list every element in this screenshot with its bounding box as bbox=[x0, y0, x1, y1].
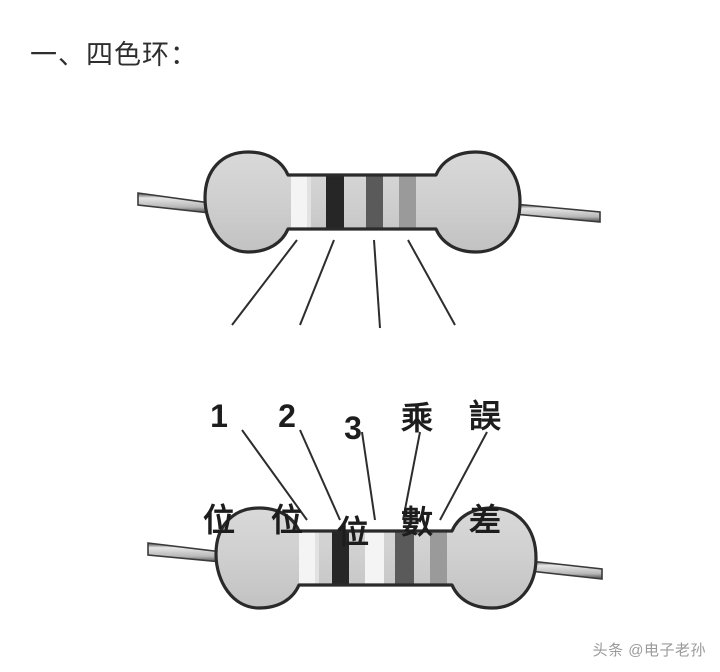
lead-wire bbox=[513, 203, 601, 223]
page-title: 一、四色环： bbox=[30, 40, 198, 70]
bottom-resistor-bands bbox=[299, 508, 447, 608]
resistor-body bbox=[205, 152, 520, 252]
band-4-tolerance bbox=[399, 152, 416, 252]
band-2-second-digit bbox=[326, 152, 344, 252]
label-band-1: 1 位 bbox=[196, 330, 242, 606]
label-band-3: 3 位 bbox=[330, 342, 376, 618]
label-band-2-unit: 位 bbox=[270, 502, 303, 538]
label-multiplier-char-1: 乘 bbox=[400, 400, 433, 436]
leader-line-4 bbox=[407, 239, 456, 326]
band-2-second-digit bbox=[332, 508, 349, 608]
label-multiplier: 乘 數 bbox=[394, 332, 440, 608]
top-resistor-left-lead bbox=[137, 192, 211, 214]
top-leader-lines bbox=[231, 239, 456, 329]
bottom-leader-lines bbox=[241, 429, 488, 521]
leader-line-b4 bbox=[402, 431, 421, 521]
band-1-shadow bbox=[315, 508, 319, 608]
resistor-body-outline bbox=[214, 506, 538, 610]
lead-wire bbox=[137, 192, 211, 214]
leader-line-2 bbox=[299, 239, 335, 326]
label-multiplier-char-2: 數 bbox=[400, 504, 433, 540]
top-resistor-right-lead bbox=[513, 203, 601, 223]
resistor-body-outline bbox=[203, 150, 522, 254]
label-band-2-digit: 2 bbox=[278, 398, 296, 434]
leader-line-b1 bbox=[241, 429, 308, 521]
leader-line-1 bbox=[231, 239, 298, 326]
bottom-resistor-group bbox=[147, 506, 603, 610]
leader-line-b2 bbox=[299, 429, 341, 521]
band-4-multiplier bbox=[395, 508, 414, 608]
label-band-3-digit: 3 bbox=[344, 410, 362, 446]
label-tolerance: 誤 差 bbox=[462, 330, 508, 606]
band-3-multiplier bbox=[366, 152, 383, 252]
top-resistor-bands bbox=[291, 152, 416, 252]
leader-line-b5 bbox=[439, 431, 488, 521]
band-1-first-digit bbox=[299, 508, 315, 608]
bottom-resistor-right-lead bbox=[529, 560, 603, 580]
top-resistor-group bbox=[137, 150, 601, 254]
leader-line-3 bbox=[373, 239, 381, 329]
label-tolerance-char-1: 誤 bbox=[468, 398, 501, 434]
label-band-3-unit: 位 bbox=[336, 514, 369, 550]
band-5-tolerance bbox=[430, 508, 447, 608]
label-band-1-digit: 1 bbox=[210, 398, 228, 434]
watermark: 头条 @电子老孙 bbox=[592, 642, 706, 659]
band-1-shadow bbox=[307, 152, 311, 252]
label-tolerance-char-2: 差 bbox=[468, 502, 501, 538]
band-3-third-digit bbox=[365, 508, 384, 608]
lead-wire bbox=[529, 560, 603, 580]
label-band-1-unit: 位 bbox=[202, 502, 235, 538]
band-1-first-digit bbox=[291, 152, 307, 252]
leader-line-b3 bbox=[361, 431, 376, 521]
label-band-2: 2 位 bbox=[264, 330, 310, 606]
